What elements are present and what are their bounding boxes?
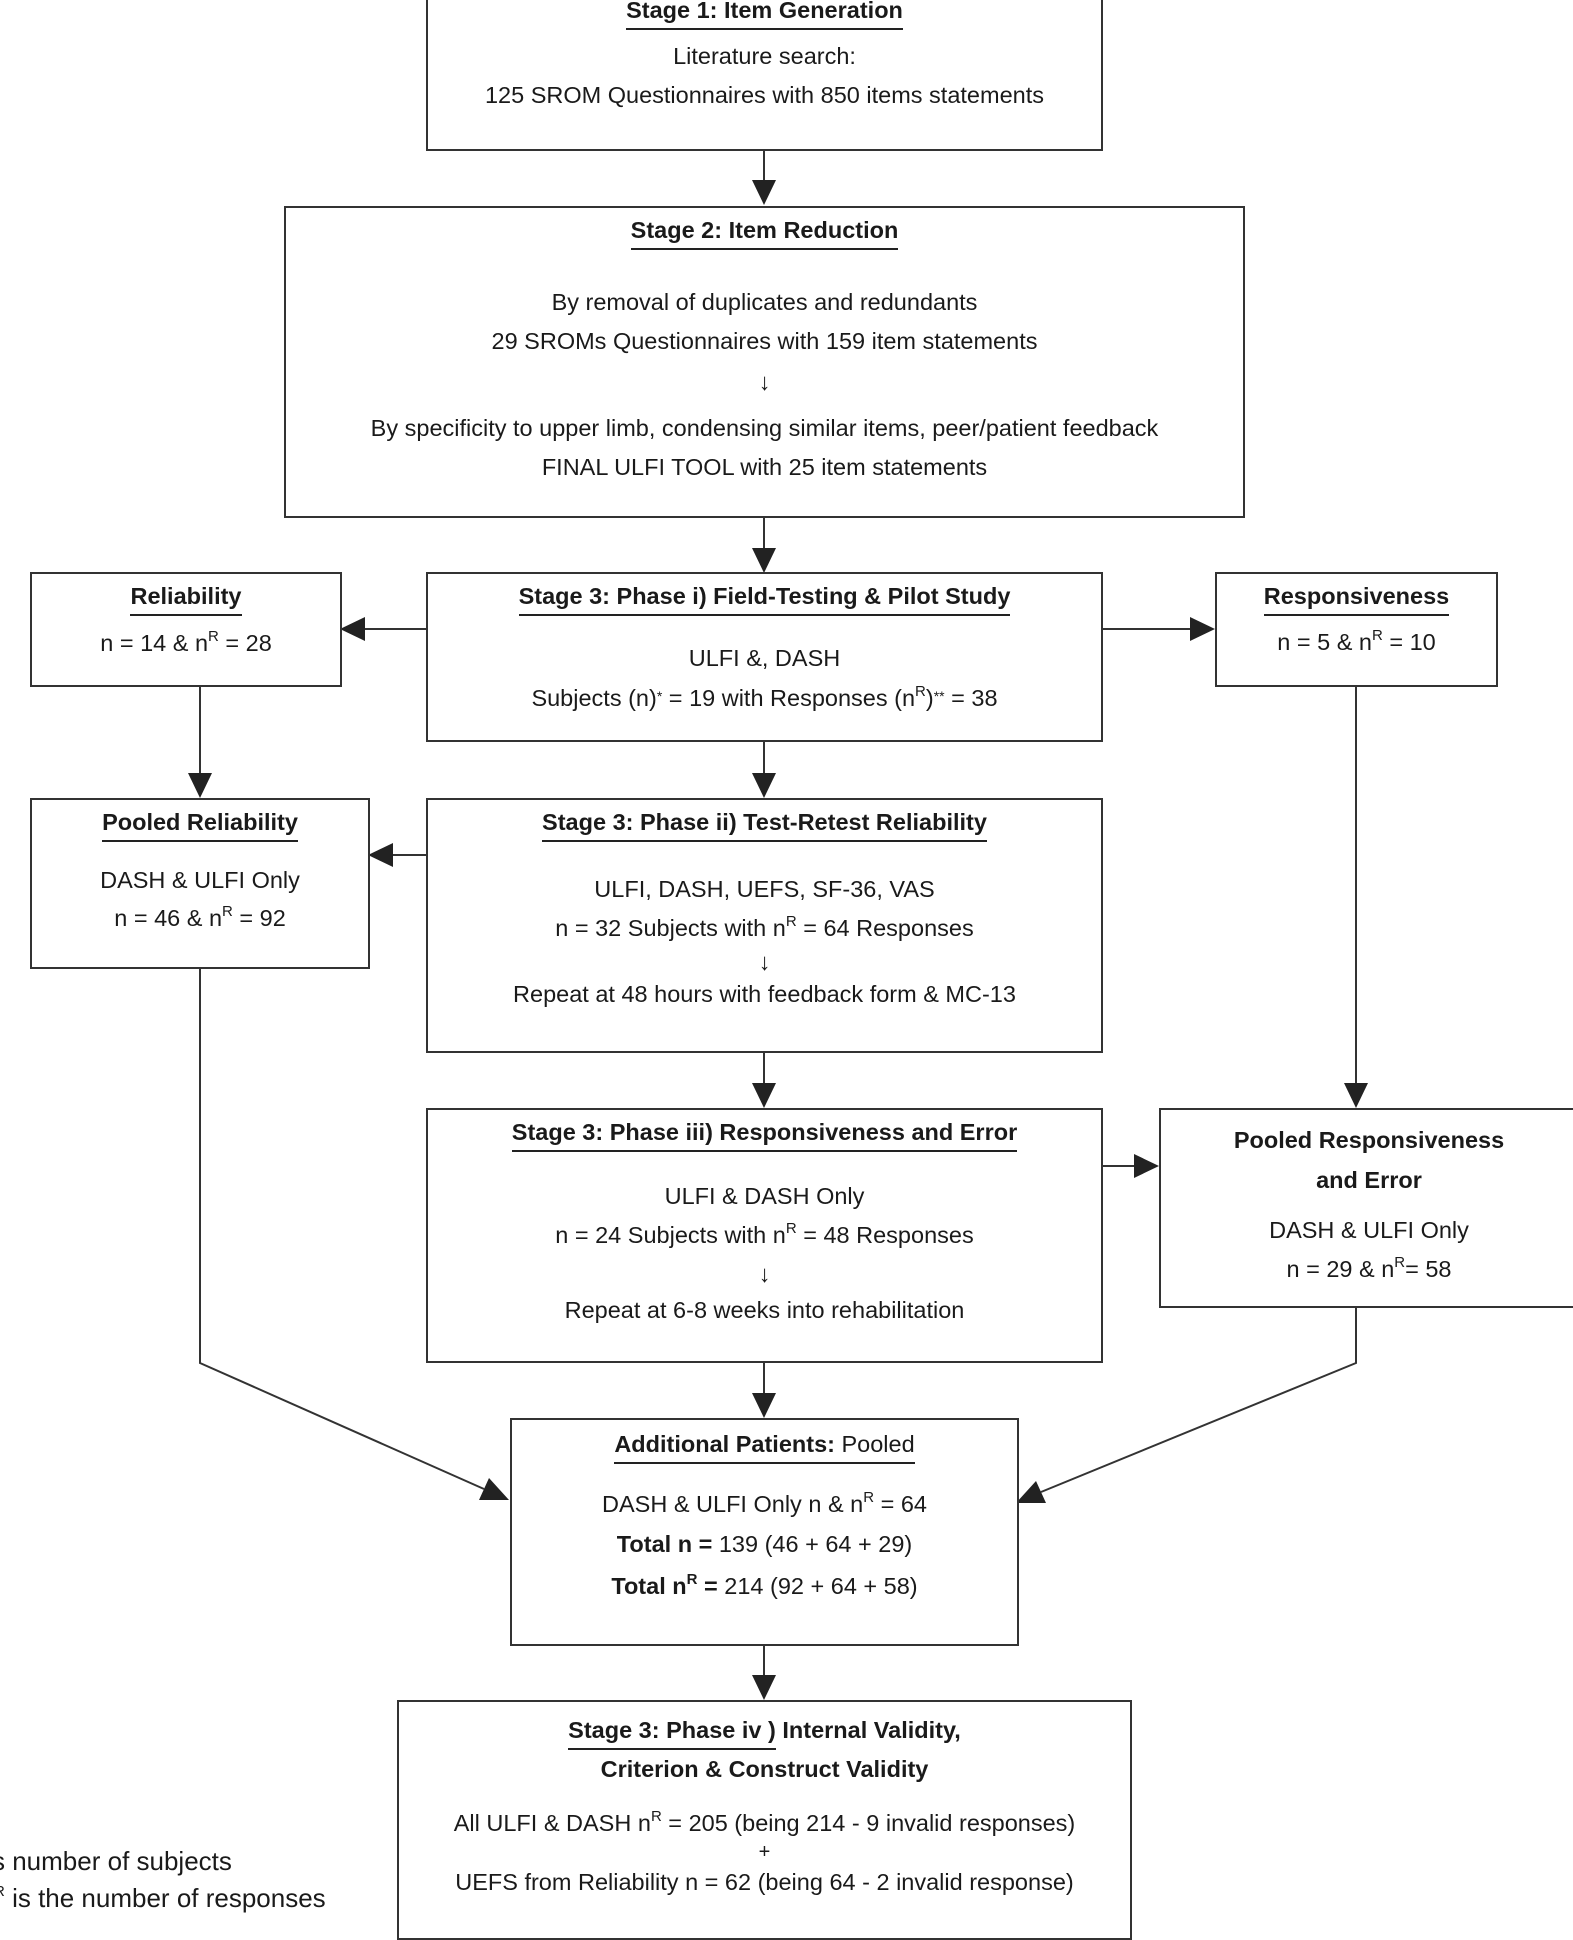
arrow-pooled-reliability-additional: [199, 968, 485, 1490]
phase1-title: Stage 3: Phase i) Field-Testing & Pilot …: [518, 582, 1011, 616]
reliability-n: n = 14 & nR = 28: [100, 628, 272, 656]
phase1-line2: Subjects (n)* = 19 with Responses (nR)**…: [531, 683, 998, 711]
additional-patients-box: Additional Patients: Pooled DASH & ULFI …: [510, 1418, 1019, 1646]
pooled-reliability-title: Pooled Reliability: [102, 808, 298, 842]
pooled-responsiveness-title1: Pooled Responsiveness: [1233, 1127, 1505, 1153]
stage1-box: Stage 1: Item Generation Literature sear…: [426, 0, 1103, 151]
stage1-title: Stage 1: Item Generation: [626, 0, 903, 30]
additional-total-n: Total n = 139 (46 + 64 + 29): [616, 1531, 913, 1557]
phase2-line2: n = 32 Subjects with nR = 64 Responses: [555, 913, 974, 941]
phase2-line3: Repeat at 48 hours with feedback form & …: [513, 981, 1016, 1007]
additional-total-nr: Total nR = 214 (92 + 64 + 58): [611, 1571, 918, 1599]
stage2-line2: 29 SROMs Questionnaires with 159 item st…: [491, 328, 1038, 354]
phase2-down-arrow: ↓: [758, 949, 771, 975]
reliability-box: Reliability n = 14 & nR = 28: [30, 572, 342, 687]
pooled-responsiveness-box: Pooled Responsiveness and Error DASH & U…: [1159, 1108, 1573, 1308]
phase4-line2: UEFS from Reliability n = 62 (being 64 -…: [455, 1869, 1074, 1895]
responsiveness-n: n = 5 & nR = 10: [1277, 627, 1436, 655]
phase4-title-rest: Internal Validity,: [775, 1717, 961, 1743]
stage2-down-arrow: ↓: [758, 369, 771, 395]
stage1-line2: 125 SROM Questionnaires with 850 items s…: [484, 82, 1045, 108]
phase3-title: Stage 3: Phase iii) Responsiveness and E…: [511, 1118, 1018, 1152]
phase3-down-arrow: ↓: [758, 1261, 771, 1287]
phase3-box: Stage 3: Phase iii) Responsiveness and E…: [426, 1108, 1103, 1363]
pooled-reliability-line1: DASH & ULFI Only: [100, 867, 300, 893]
additional-line1: DASH & ULFI Only n & nR = 64: [602, 1489, 927, 1517]
pooled-responsiveness-line1: DASH & ULFI Only: [1269, 1217, 1469, 1243]
phase3-line3: Repeat at 6-8 weeks into rehabilitation: [564, 1297, 965, 1323]
pooled-reliability-box: Pooled Reliability DASH & ULFI Only n = …: [30, 798, 370, 969]
phase1-box: Stage 3: Phase i) Field-Testing & Pilot …: [426, 572, 1103, 742]
phase3-line2: n = 24 Subjects with nR = 48 Responses: [555, 1220, 974, 1248]
additional-patients-title: Additional Patients: Pooled: [614, 1430, 915, 1464]
arrow-pooled-responsiveness-additional: [1040, 1307, 1357, 1493]
phase2-title: Stage 3: Phase ii) Test-Retest Reliabili…: [542, 808, 987, 842]
phase4-plus: +: [758, 1841, 771, 1863]
stage2-line1: By removal of duplicates and redundants: [551, 289, 978, 315]
stage2-box: Stage 2: Item Reduction By removal of du…: [284, 206, 1245, 518]
phase3-line1: ULFI & DASH Only: [664, 1183, 865, 1209]
responsiveness-title: Responsiveness: [1263, 582, 1450, 616]
phase2-box: Stage 3: Phase ii) Test-Retest Reliabili…: [426, 798, 1103, 1053]
pooled-responsiveness-n: n = 29 & nR= 58: [1286, 1254, 1452, 1282]
pooled-reliability-n: n = 46 & nR = 92: [114, 903, 286, 931]
phase1-line1: ULFI &, DASH: [688, 645, 841, 671]
phase2-line1: ULFI, DASH, UEFS, SF-36, VAS: [594, 876, 935, 902]
phase4-title2: Criterion & Construct Validity: [600, 1756, 929, 1782]
reliability-title: Reliability: [130, 582, 242, 616]
stage2-line3: By specificity to upper limb, condensing…: [370, 415, 1159, 441]
pooled-responsiveness-title2: and Error: [1316, 1167, 1422, 1193]
stage1-line1: Literature search:: [673, 43, 856, 69]
legend-line2: R is the number of responses: [0, 1883, 326, 1913]
phase4-box: Stage 3: Phase iv ) Internal Validity, C…: [397, 1700, 1132, 1940]
stage2-title: Stage 2: Item Reduction: [630, 216, 899, 250]
phase4-title-underlined: Stage 3: Phase iv ): [568, 1716, 776, 1750]
stage2-line4: FINAL ULFI TOOL with 25 item statements: [541, 454, 988, 480]
phase4-line1: All ULFI & DASH nR = 205 (being 214 - 9 …: [453, 1808, 1076, 1836]
responsiveness-box: Responsiveness n = 5 & nR = 10: [1215, 572, 1498, 687]
legend-line1: s number of subjects: [0, 1846, 232, 1876]
